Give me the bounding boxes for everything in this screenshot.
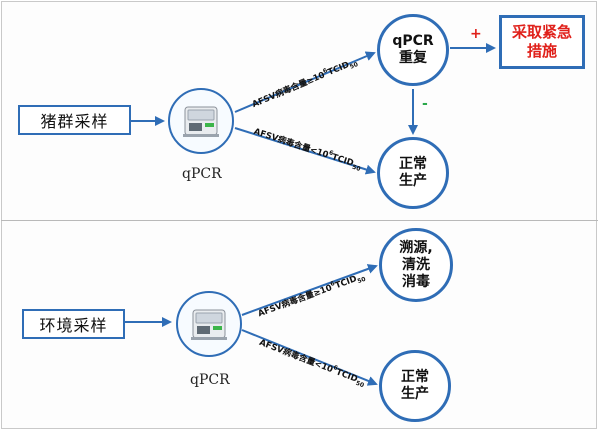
minus-sign: -	[422, 96, 428, 112]
device-caption: qPCR	[190, 372, 230, 388]
sample-label: 猪群采样	[40, 112, 109, 131]
node-line: 消毒	[401, 273, 430, 290]
sample-box-environment: 环境采样	[22, 309, 125, 339]
node-normal-production-bottom: 正常 生产	[379, 350, 451, 422]
arrow-qpcr-to-normal-bottom	[241, 329, 378, 386]
qpcr-device-bottom	[176, 291, 242, 357]
arrow-qpcr-to-normal-top	[234, 127, 376, 175]
node-line: 生产	[399, 173, 427, 189]
section-divider	[1, 220, 598, 221]
plus-sign: +	[470, 26, 482, 42]
arrow-qpcr-to-trace	[241, 264, 378, 316]
qpcr-device-top	[168, 88, 234, 154]
node-normal-production-top: 正常 生产	[377, 137, 449, 209]
node-line: 清洗	[401, 256, 430, 273]
node-trace-clean-disinfect: 溯源, 清洗 消毒	[379, 228, 453, 302]
urgent-line: 措施	[526, 42, 557, 60]
node-qpcr-repeat: qPCR 重复	[377, 14, 449, 86]
qpcr-machine-icon	[183, 106, 219, 137]
arrow-qpcr-to-repeat	[234, 51, 376, 113]
node-line: 生产	[401, 386, 429, 402]
urgent-line: 采取紧急	[511, 23, 572, 41]
node-line: qPCR	[392, 33, 434, 49]
node-line: 正常	[401, 369, 429, 385]
sample-box-pig-herd: 猪群采样	[18, 105, 131, 135]
node-line: 正常	[399, 156, 427, 172]
sample-label: 环境采样	[39, 316, 108, 335]
qpcr-machine-icon	[191, 309, 227, 340]
urgent-measures-box: 采取紧急 措施	[499, 15, 585, 69]
device-caption: qPCR	[182, 166, 222, 182]
node-line: 重复	[399, 50, 427, 66]
node-line: 溯源,	[399, 239, 433, 256]
